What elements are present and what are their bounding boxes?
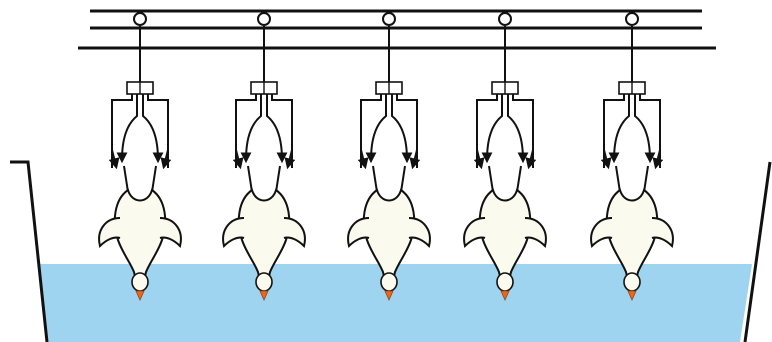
shackle-hook-right-icon: [391, 94, 413, 164]
inverted-bird-icon: [590, 165, 674, 301]
shackle-frame-right: [639, 94, 661, 168]
bird-wing-right: [283, 217, 306, 248]
shackle-arrow-outer-right-icon: [652, 149, 664, 170]
bird-leg-left: [372, 165, 378, 193]
shackle-unit-5: [590, 12, 674, 301]
shackle-hook-left-icon: [608, 94, 630, 164]
shackle-hook-left-icon: [481, 94, 503, 164]
shackle-hook-right-icon: [266, 94, 288, 164]
shackle-frame-right: [147, 94, 169, 168]
bird-beak-icon: [500, 290, 510, 301]
pulley-wheel-icon: [625, 12, 639, 26]
shackle-arrow-outer-left-icon: [232, 149, 244, 170]
bird-beak-icon: [135, 290, 145, 301]
bird-wing-left: [590, 217, 613, 248]
shackle-frame-left: [603, 94, 625, 168]
bird-head: [380, 272, 398, 292]
shackle-arrow-outer-left-icon: [473, 149, 485, 170]
pulley-wheel-icon: [382, 12, 396, 26]
bird-head: [496, 272, 514, 292]
bird-leg-right: [275, 165, 281, 193]
bird-wing-right: [524, 217, 547, 248]
shackle-arrow-outer-right-icon: [284, 149, 296, 170]
shackle-frame-right: [512, 94, 534, 168]
pulley-wheel-icon: [498, 12, 512, 26]
shackle-arrow-outer-right-icon: [160, 149, 172, 170]
shackle-arrow-outer-right-icon: [409, 149, 421, 170]
shackle-arrow-outer-right-icon: [525, 149, 537, 170]
bird-beak-icon: [384, 290, 394, 301]
inverted-bird-icon: [463, 165, 547, 301]
bird-head: [623, 272, 641, 292]
bird-wing-left: [347, 217, 370, 248]
bird-wing-left: [222, 217, 245, 248]
bird-leg-left: [123, 165, 129, 193]
inverted-bird-icon: [347, 165, 431, 301]
shackle-hook-right-icon: [507, 94, 529, 164]
shackle-arrow-outer-left-icon: [357, 149, 369, 170]
shackle-frame-left: [235, 94, 257, 168]
bird-leg-left: [615, 165, 621, 193]
shackle-unit-1: [98, 12, 182, 301]
inverted-bird-icon: [222, 165, 306, 301]
bird-leg-right: [400, 165, 406, 193]
pulley-wheel-icon: [133, 12, 147, 26]
shackle-hook-right-icon: [634, 94, 656, 164]
shackle-unit-3: [347, 12, 431, 301]
bird-leg-left: [488, 165, 494, 193]
bird-wing-left: [463, 217, 486, 248]
shackle-frame-left: [360, 94, 382, 168]
shackle-hook-right-icon: [142, 94, 164, 164]
shackle-hook-left-icon: [116, 94, 138, 164]
shackle-frame-left: [476, 94, 498, 168]
bird-leg-right: [151, 165, 157, 193]
bird-head: [255, 272, 273, 292]
bird-beak-icon: [627, 290, 637, 301]
shackle-unit-4: [463, 12, 547, 301]
shackle-hook-left-icon: [240, 94, 262, 164]
shackle-arrow-outer-left-icon: [600, 149, 612, 170]
shackle-arrow-outer-left-icon: [108, 149, 120, 170]
water-bath: [40, 264, 752, 342]
shackle-unit-2: [222, 12, 306, 301]
bird-beak-icon: [259, 290, 269, 301]
bird-wing-right: [651, 217, 674, 248]
tank-wall-left-icon: [10, 160, 49, 342]
bird-leg-left: [247, 165, 253, 193]
bird-head: [131, 272, 149, 292]
bird-wing-right: [408, 217, 431, 248]
bird-leg-right: [516, 165, 522, 193]
shackle-hook-left-icon: [365, 94, 387, 164]
bird-leg-right: [643, 165, 649, 193]
shackle-frame-right: [271, 94, 293, 168]
tank-wall-right-icon: [743, 161, 772, 342]
shackle-frame-right: [396, 94, 418, 168]
shackle-frame-left: [111, 94, 133, 168]
pulley-wheel-icon: [257, 12, 271, 26]
inverted-bird-icon: [98, 165, 182, 301]
bird-wing-right: [159, 217, 182, 248]
bird-wing-left: [98, 217, 121, 248]
